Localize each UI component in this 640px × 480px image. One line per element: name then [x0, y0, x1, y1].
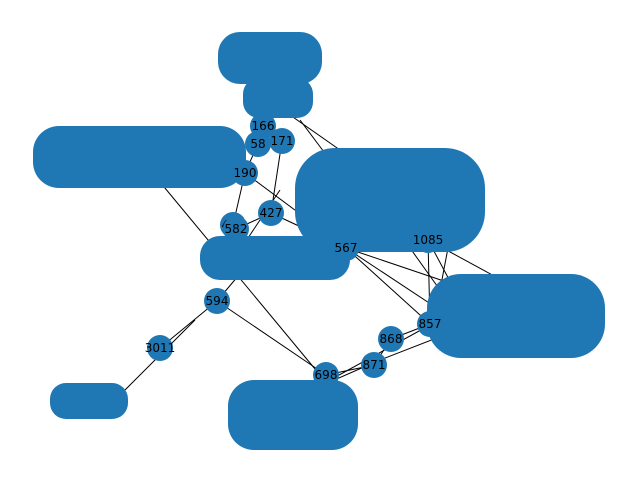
cluster-top-stem	[243, 78, 313, 118]
edge-698-594	[216, 300, 327, 376]
cluster-left	[33, 126, 246, 188]
node-circle	[378, 326, 404, 352]
node-circle	[147, 335, 173, 361]
node-circle	[204, 288, 230, 314]
cluster-top	[218, 32, 322, 84]
node-circle	[417, 311, 443, 337]
node-label: 871	[363, 358, 386, 372]
cluster-right	[427, 274, 605, 358]
graph-node: 427	[258, 200, 284, 226]
node-label: 166	[252, 119, 275, 133]
graph-node: 567	[333, 235, 359, 261]
node-label: 567	[335, 241, 358, 255]
nodes-layer: 1661715819010855675943011868857871698455…	[145, 113, 444, 388]
node-label: 58	[250, 137, 265, 151]
node-circle	[415, 227, 441, 253]
node-label: 427	[260, 206, 283, 220]
node-circle	[313, 362, 339, 388]
node-label: 857	[419, 317, 442, 331]
graph-node: 3011	[145, 335, 176, 361]
node-circle	[232, 160, 258, 186]
graph-node: 857	[417, 311, 443, 337]
node-label: 190	[234, 166, 257, 180]
graph-node: 190	[232, 160, 258, 186]
node-label: 868	[380, 332, 403, 346]
edge-567-857	[345, 247, 431, 325]
node-label: 698	[315, 368, 338, 382]
graph-node: 871	[361, 352, 387, 378]
node-label: 3011	[145, 341, 176, 355]
node-label: 582	[225, 222, 248, 236]
graph-node: 594	[204, 288, 230, 314]
cluster-center	[295, 148, 485, 252]
graph-node: 698	[313, 362, 339, 388]
node-label: 594	[206, 294, 229, 308]
node-circle	[333, 235, 359, 261]
cluster-center-lower	[200, 236, 350, 280]
node-circle	[223, 216, 249, 242]
node-circle	[258, 200, 284, 226]
cluster-bottom	[228, 380, 358, 450]
graph-node: 868	[378, 326, 404, 352]
cluster-bottom-left	[50, 383, 128, 419]
node-circle	[269, 128, 295, 154]
node-label: 171	[271, 134, 294, 148]
graph-node: 1085	[413, 227, 444, 253]
node-circle	[245, 131, 271, 157]
graph-node: 171	[269, 128, 295, 154]
edge-extra-9	[329, 324, 431, 381]
node-label: 1085	[413, 233, 444, 247]
node-circle	[361, 352, 387, 378]
graph-node: 58	[245, 131, 271, 157]
edge-extra-6	[289, 114, 341, 151]
graph-node: 582	[223, 216, 249, 242]
dense-clusters-layer	[33, 32, 605, 450]
